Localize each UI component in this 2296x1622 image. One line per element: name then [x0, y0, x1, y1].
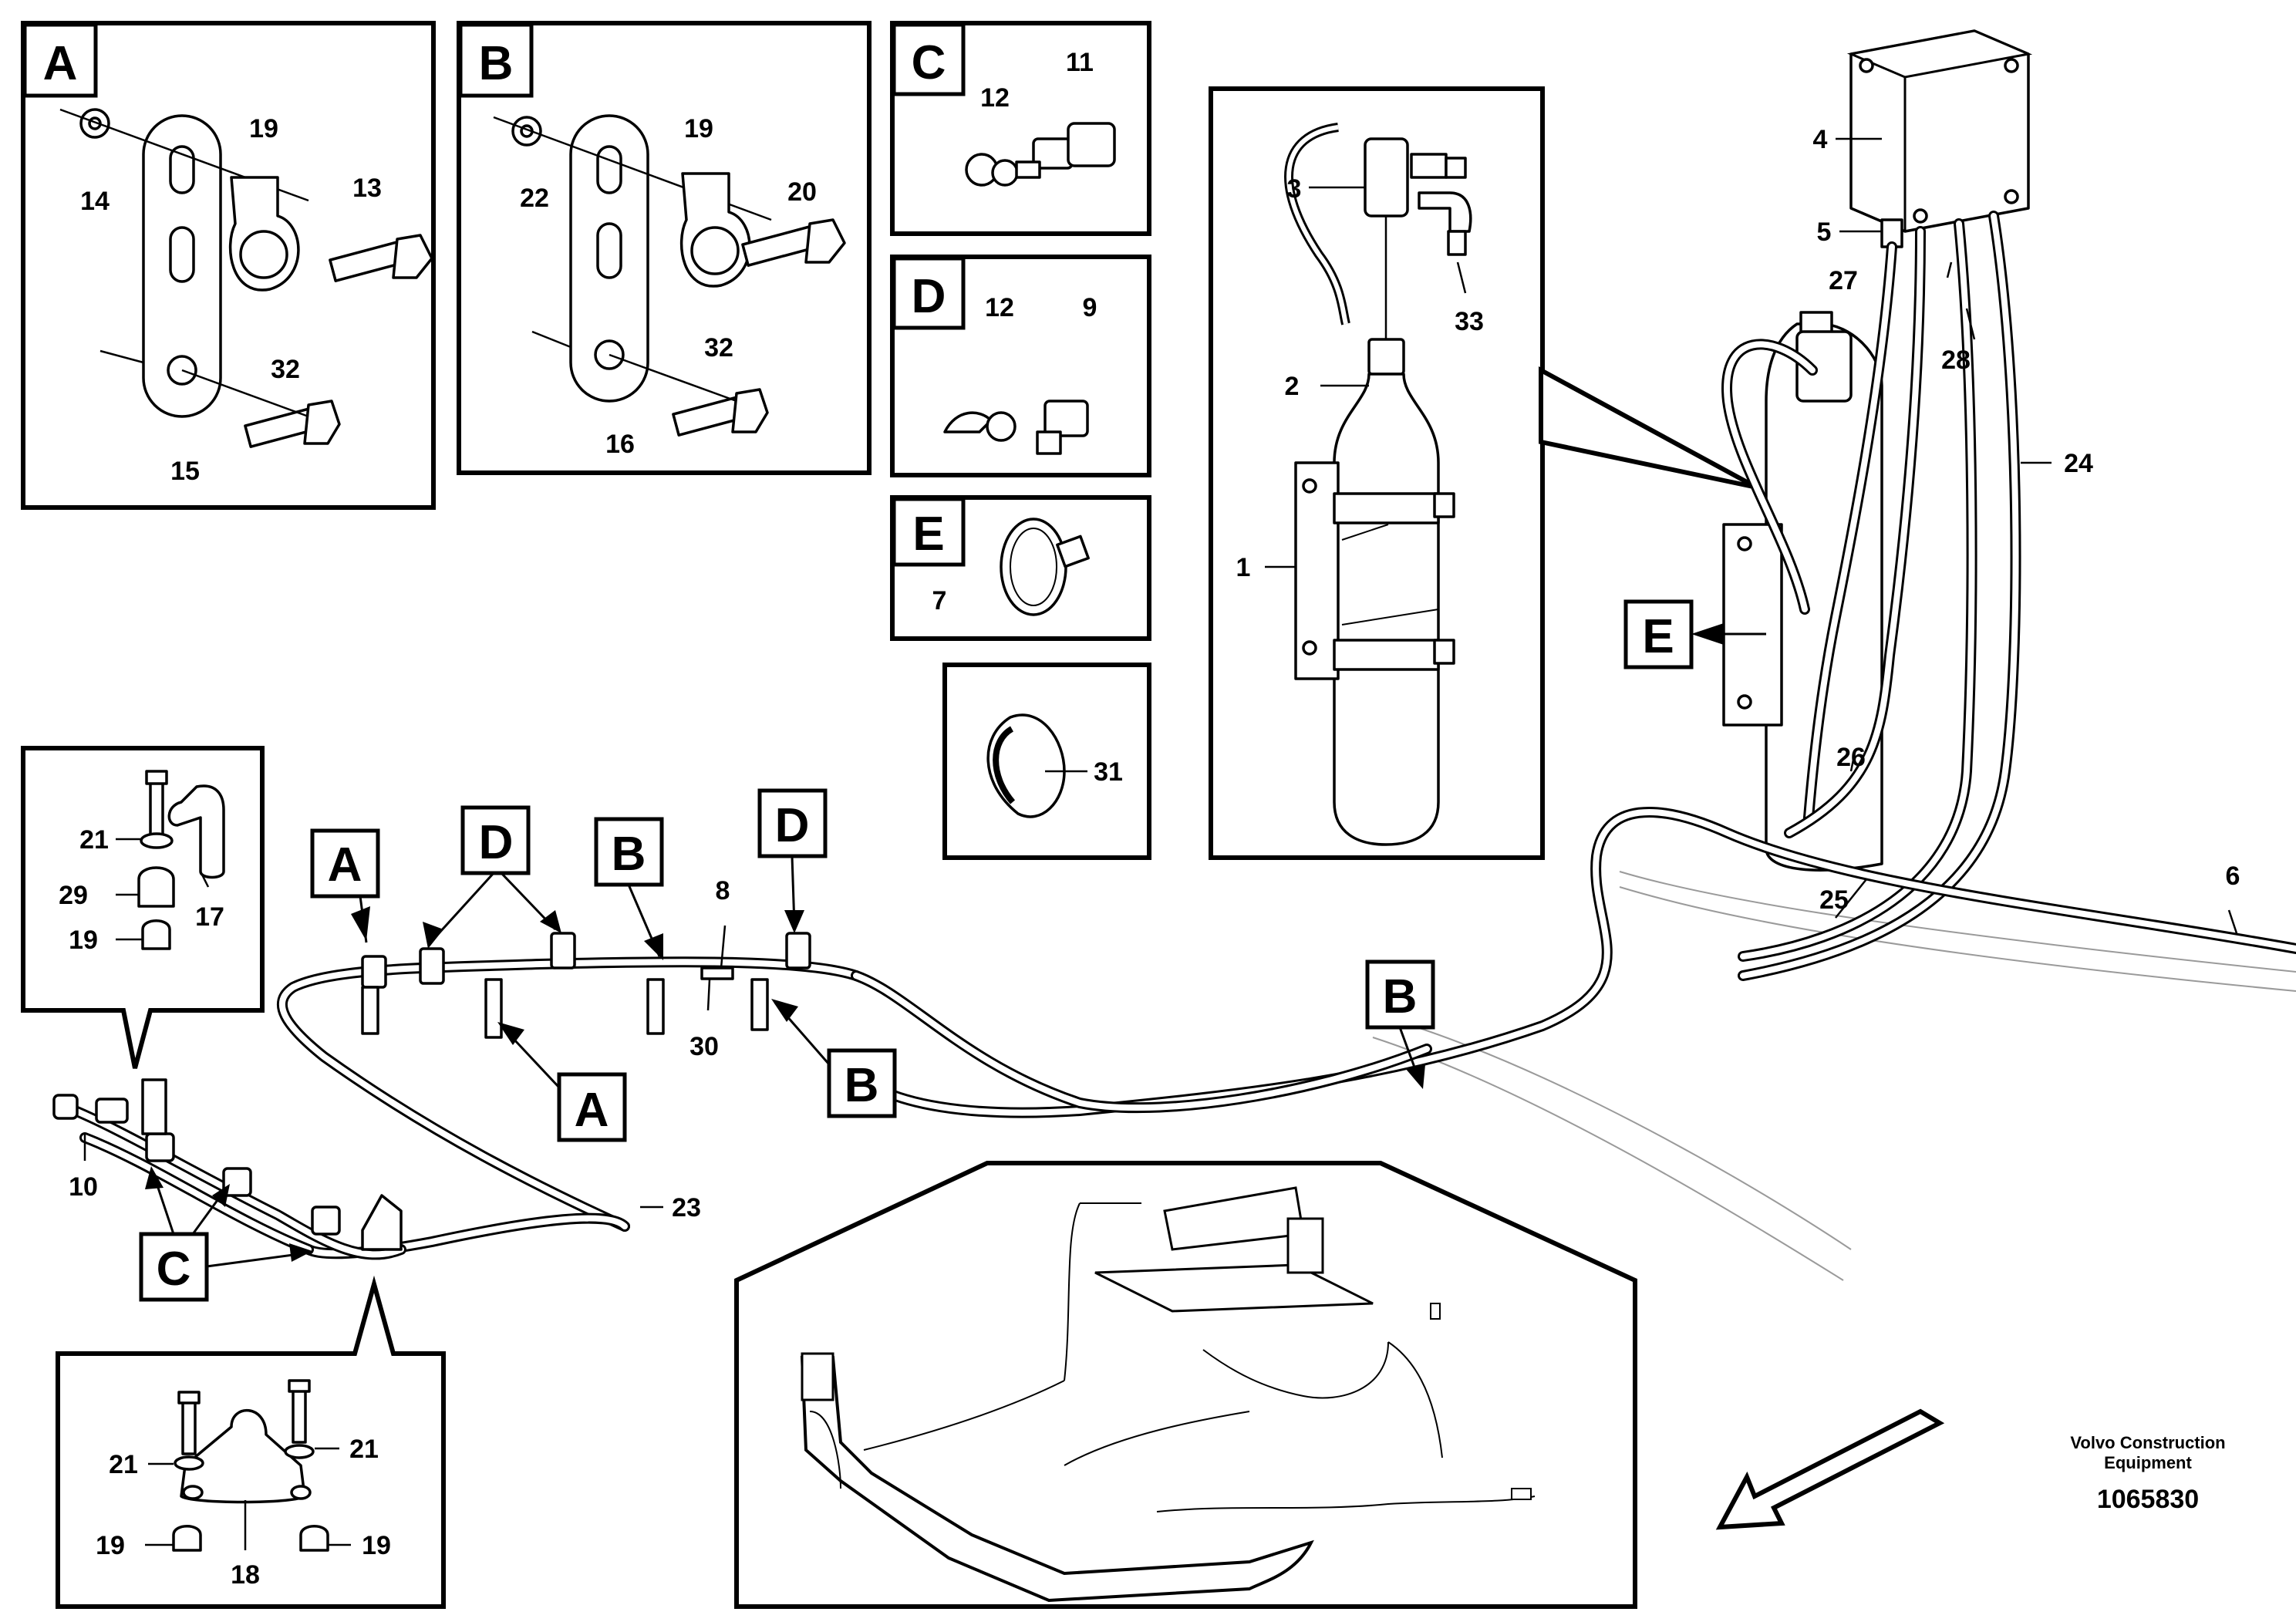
detail-view-bottle: 3 33 2 1: [1209, 86, 1758, 860]
label-23: 23: [672, 1193, 701, 1222]
tag-b-hose: B: [1383, 970, 1418, 1023]
detail-view-b: B 22 19 20 32 16: [457, 21, 872, 475]
label-18: 18: [231, 1560, 260, 1590]
tag-c: C: [912, 36, 946, 89]
label-22: 22: [520, 184, 549, 213]
label-9: 9: [1083, 293, 1097, 322]
label-10: 10: [69, 1172, 98, 1202]
label-19-c: 19: [69, 926, 98, 955]
label-11: 11: [1066, 48, 1094, 77]
label-32-b: 32: [704, 333, 733, 363]
label-26: 26: [1836, 743, 1866, 772]
label-25: 25: [1819, 885, 1849, 915]
rail-assembly: A D B D A B B 8 30 23: [276, 788, 1435, 1259]
label-33: 33: [1455, 307, 1484, 336]
caption-line-1: Volvo Construction: [2070, 1433, 2225, 1452]
label-21: 21: [79, 825, 109, 855]
overview-inset: [734, 1161, 1637, 1609]
label-16: 16: [605, 430, 635, 459]
label-4: 4: [1813, 125, 1828, 154]
label-20: 20: [787, 177, 817, 207]
caption: Volvo Construction Equipment 1065830: [2070, 1433, 2225, 1514]
label-21-b: 21: [109, 1450, 138, 1479]
tag-d-rail-1: D: [479, 816, 514, 869]
label-7: 7: [932, 586, 947, 615]
label-17: 17: [195, 902, 224, 932]
label-12: 12: [980, 83, 1010, 113]
label-30: 30: [689, 1032, 719, 1061]
label-14: 14: [80, 187, 110, 216]
label-29: 29: [59, 881, 88, 910]
label-28: 28: [1941, 346, 1971, 375]
detail-view-e: E 7: [890, 495, 1151, 641]
label-21-c: 21: [349, 1435, 379, 1464]
tag-a-rail-2: A: [575, 1084, 609, 1137]
label-24: 24: [2064, 449, 2093, 478]
lower-left-rail: 10 C: [52, 1078, 406, 1302]
detail-view-tie: 31: [942, 663, 1151, 860]
label-15: 15: [170, 457, 200, 486]
label-12-d: 12: [985, 293, 1014, 322]
tag-d: D: [912, 270, 946, 323]
tag-b-rail-2: B: [845, 1059, 879, 1112]
direction-arrow-icon: [1715, 1408, 1945, 1530]
main-assembly: 4 5 27 28 24 26 25 6 E: [858, 29, 2296, 1281]
drawing-number: 1065830: [2097, 1485, 2199, 1514]
tag-b: B: [479, 37, 514, 90]
tag-d-rail-2: D: [775, 799, 810, 852]
label-3: 3: [1287, 174, 1302, 204]
tag-a-rail-1: A: [328, 838, 362, 892]
tag-c-main: C: [157, 1243, 191, 1296]
label-5: 5: [1817, 218, 1832, 247]
label-13: 13: [352, 174, 382, 203]
tag-a: A: [43, 37, 78, 90]
label-19-b: 19: [684, 114, 713, 143]
detail-view-a: A 14 19 13 32 15: [21, 21, 436, 510]
label-32: 32: [271, 355, 300, 384]
label-27: 27: [1829, 266, 1858, 295]
label-8: 8: [716, 876, 730, 905]
label-31: 31: [1094, 757, 1123, 787]
caption-line-2: Equipment: [2104, 1453, 2192, 1472]
detail-view-bracket-17: 21 29 19 17: [21, 746, 265, 1069]
detail-view-d: D 12 9: [890, 255, 1151, 477]
label-19-e: 19: [362, 1531, 391, 1560]
label-6: 6: [2226, 862, 2240, 891]
label-1: 1: [1236, 553, 1251, 582]
detail-view-bracket-18: 21 21 19 19 18: [56, 1275, 446, 1609]
detail-view-c: C 12 11: [890, 21, 1151, 236]
tag-b-rail-1: B: [612, 828, 646, 881]
label-19: 19: [249, 114, 278, 143]
label-2: 2: [1285, 372, 1300, 401]
tag-e: E: [912, 508, 944, 561]
tag-e-main: E: [1642, 610, 1674, 663]
label-19-d: 19: [96, 1531, 125, 1560]
